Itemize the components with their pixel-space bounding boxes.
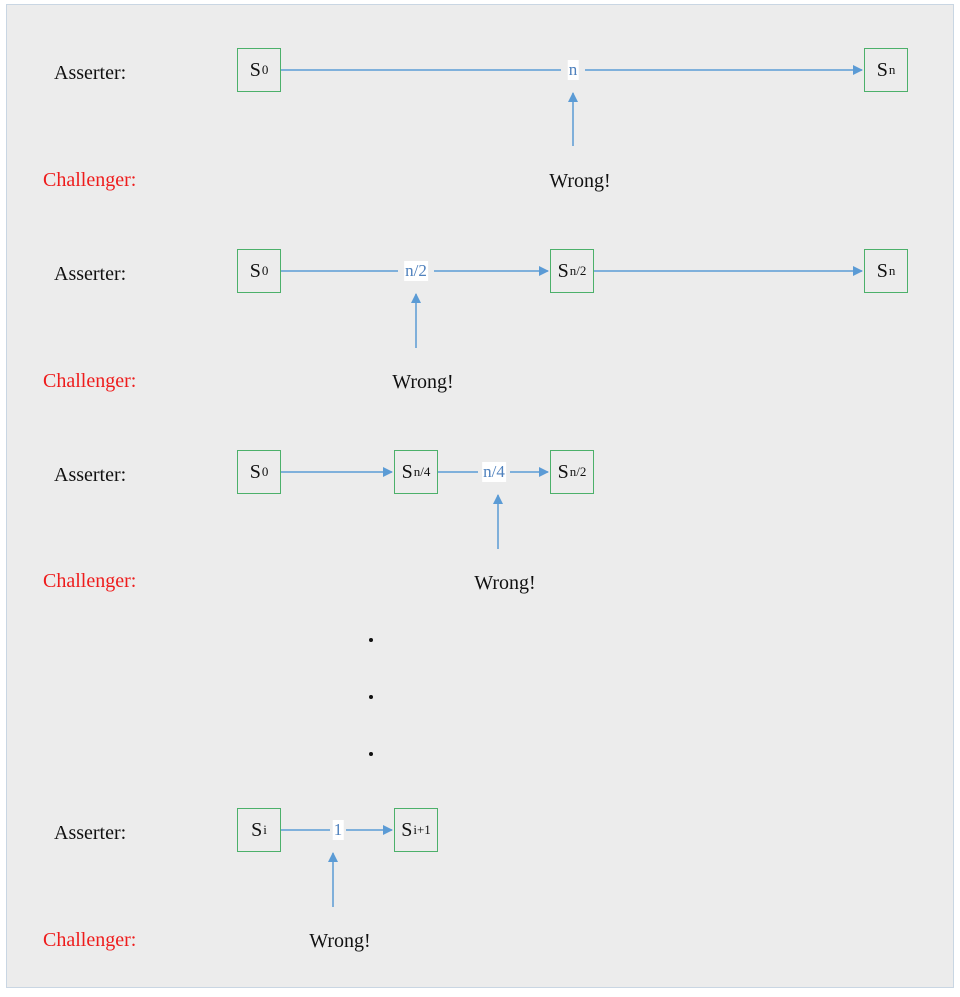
ellipsis-dot — [369, 695, 373, 699]
asserter-label: Asserter: — [54, 822, 127, 844]
edge-label: 1 — [332, 820, 344, 840]
asserter-label: Asserter: — [54, 62, 127, 84]
edge-label: n — [567, 60, 579, 80]
asserter-label: Asserter: — [54, 263, 127, 285]
wrong-label: Wrong! — [549, 170, 611, 192]
wrong-label: Wrong! — [392, 371, 454, 393]
edge-label: n/4 — [482, 462, 506, 482]
wrong-label: Wrong! — [309, 930, 371, 952]
challenger-label: Challenger: — [43, 929, 137, 951]
asserter-label: Asserter: — [54, 464, 127, 486]
wrong-label: Wrong! — [474, 572, 536, 594]
challenger-label: Challenger: — [43, 570, 137, 592]
challenger-label: Challenger: — [43, 370, 137, 392]
ellipsis-dot — [369, 752, 373, 756]
edge-label: n/2 — [404, 261, 428, 281]
challenger-label: Challenger: — [43, 169, 137, 191]
ellipsis-dot — [369, 638, 373, 642]
diagram-canvas — [6, 4, 954, 988]
